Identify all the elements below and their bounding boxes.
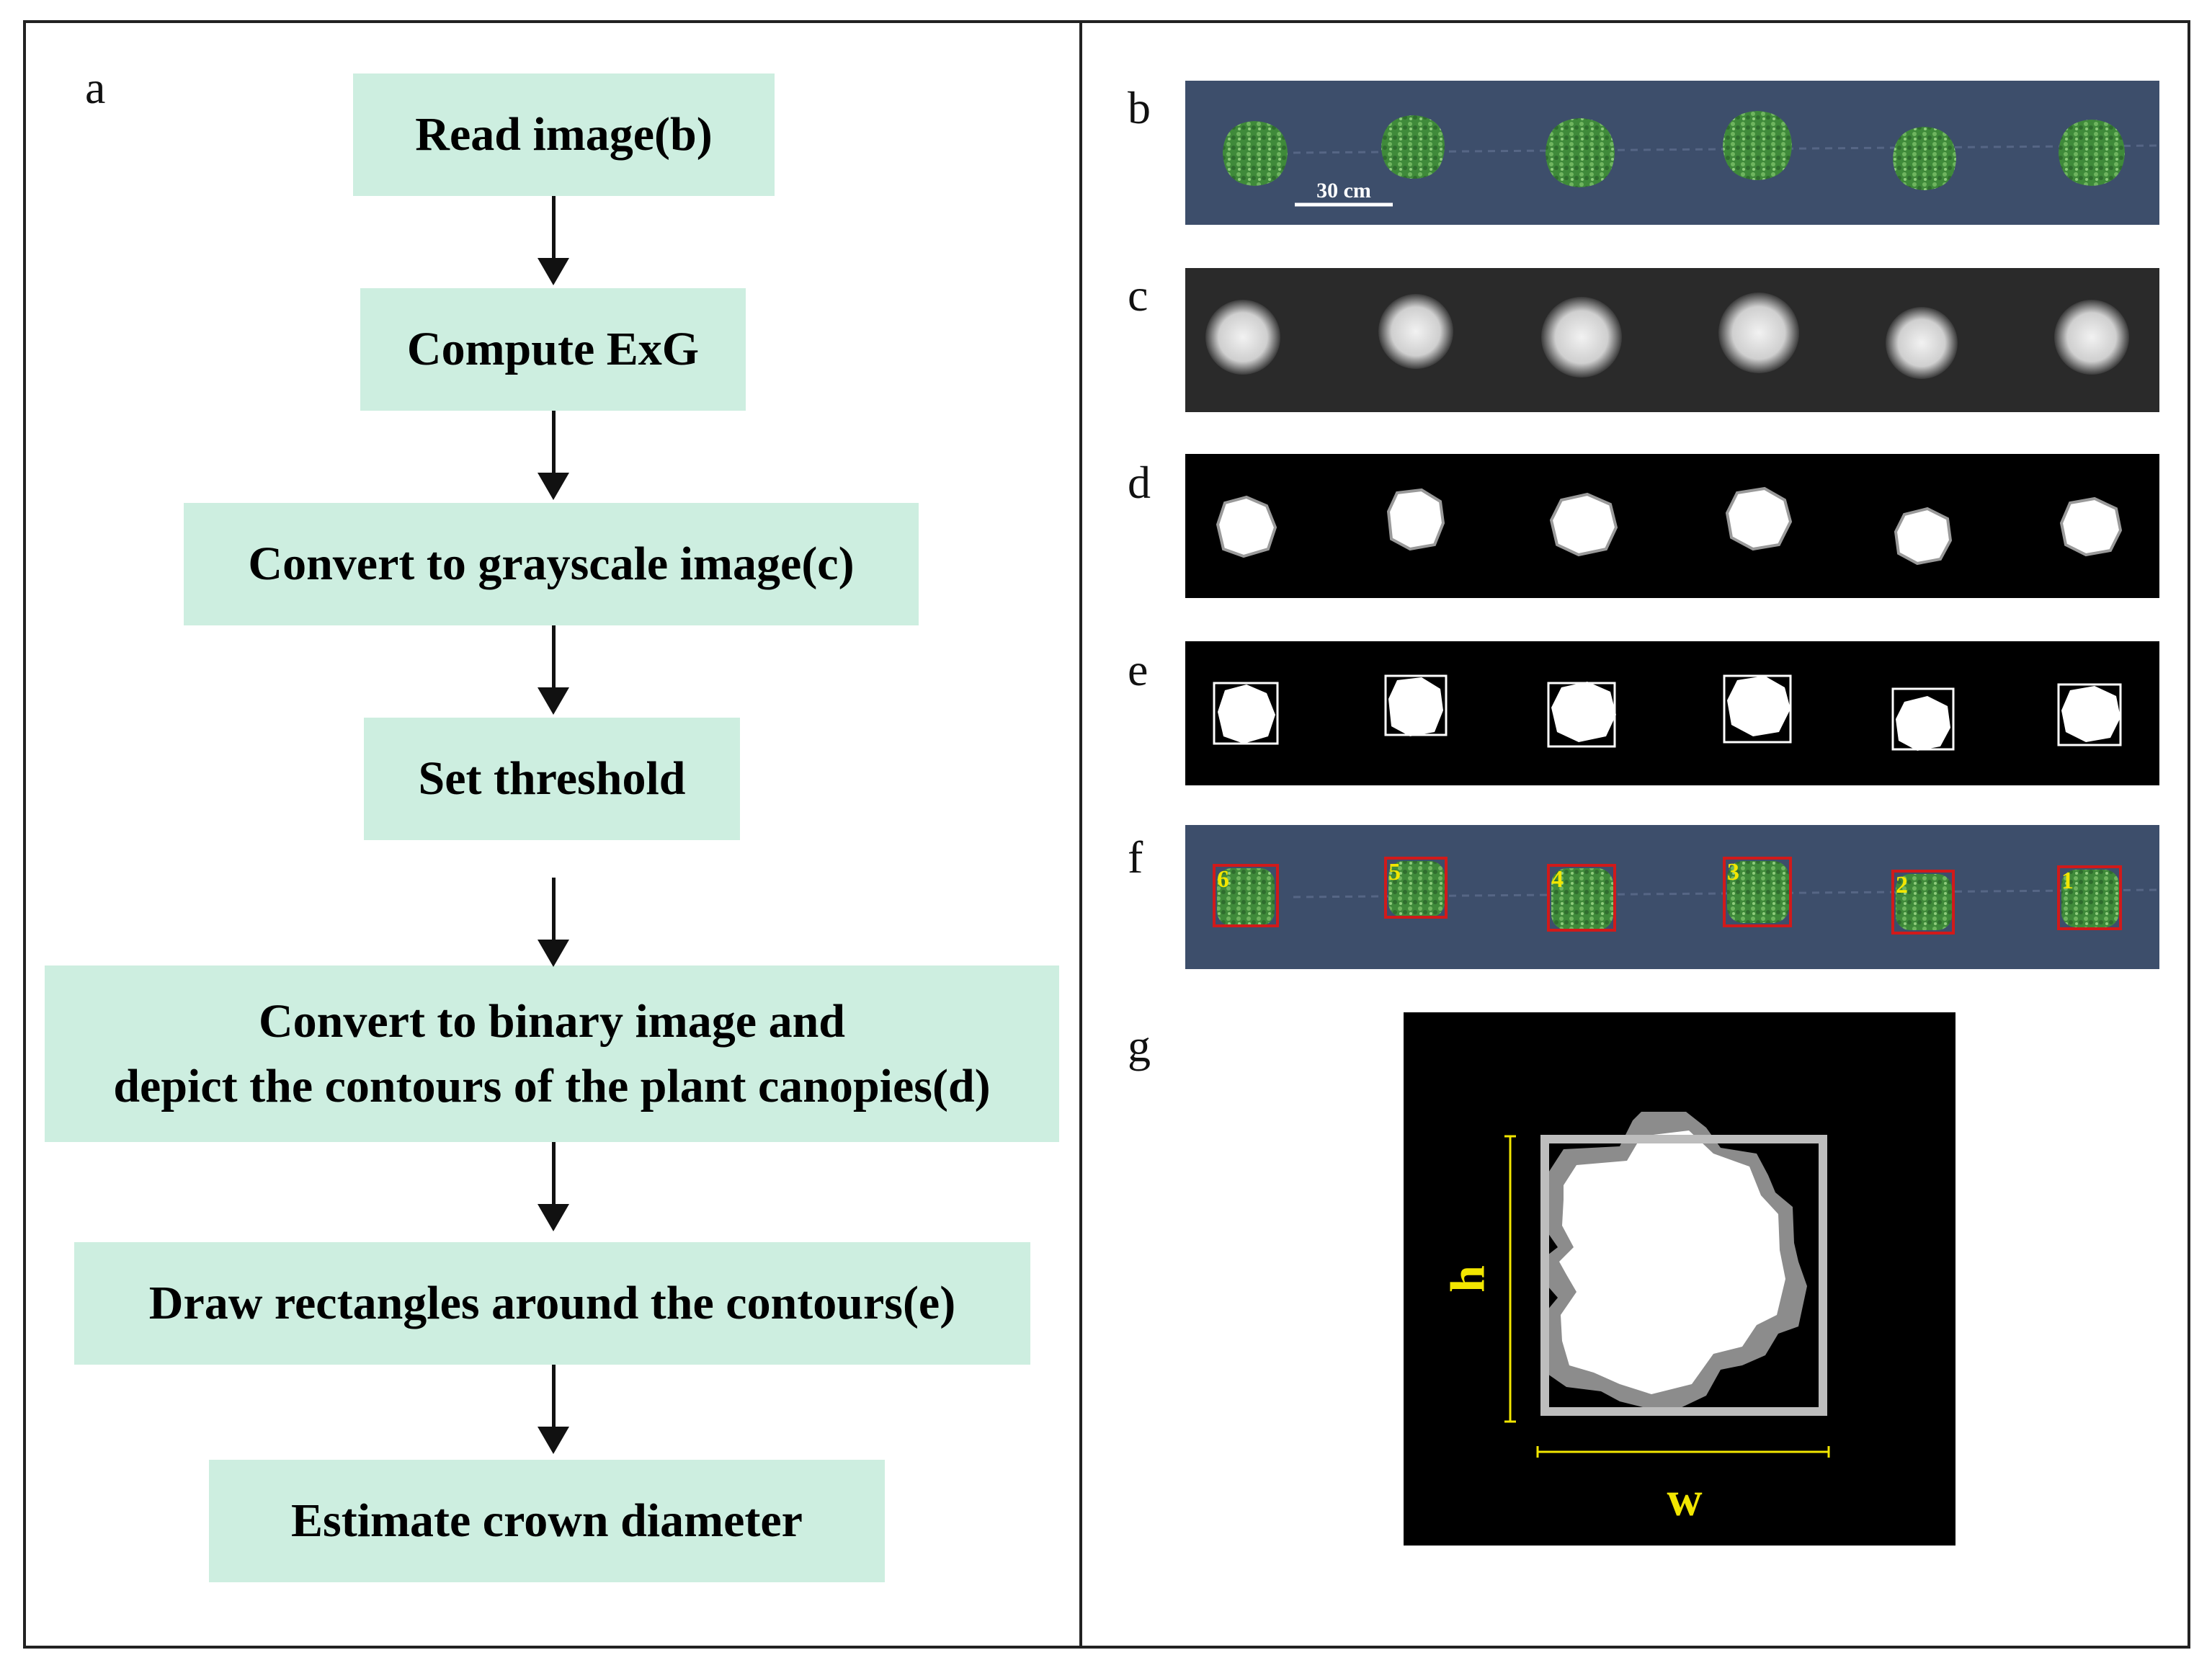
panel-a-letter: a xyxy=(85,62,106,113)
crown-diameter-detail: h w xyxy=(1404,1012,1955,1546)
plant-number-label: 6 xyxy=(1217,866,1229,893)
step-estimate-crown: Estimate crown diameter xyxy=(209,1460,885,1582)
canopy-fill xyxy=(1559,1130,1785,1394)
panel-e-letter: e xyxy=(1128,644,1149,695)
red-bounding-boxes xyxy=(1213,857,2122,935)
step-binary-contours: Convert to binary image and depict the c… xyxy=(45,965,1059,1142)
binary-image-strip xyxy=(1185,454,2159,598)
panel-d-letter: d xyxy=(1128,457,1151,508)
height-label: h xyxy=(1440,1265,1495,1293)
panel-c-letter: c xyxy=(1128,269,1149,321)
panel-f-letter: f xyxy=(1128,831,1143,883)
step-draw-rectangles: Draw rectangles around the contours(e) xyxy=(74,1242,1030,1365)
plant-number-label: 2 xyxy=(1896,872,1908,898)
rgb-image-strip: 30 cm xyxy=(1185,81,2159,225)
plant-canopy xyxy=(1223,111,2125,190)
width-label: w xyxy=(1667,1471,1702,1526)
plant-number-label: 3 xyxy=(1727,859,1739,886)
grayscale-image-strip xyxy=(1185,268,2159,412)
step-grayscale: Convert to grayscale image(c) xyxy=(184,503,919,625)
panel-b-letter: b xyxy=(1128,82,1151,133)
bounding-rectangles xyxy=(1213,674,2122,751)
step-read-image: Read image(b) xyxy=(353,73,775,196)
plant-number-label: 4 xyxy=(1551,866,1564,893)
step-threshold: Set threshold xyxy=(364,718,740,840)
step-compute-exg: Compute ExG xyxy=(360,288,746,411)
bounding-rectangle xyxy=(1540,1135,1827,1416)
plant-number-label: 1 xyxy=(2061,868,2074,894)
plant-number-label: 5 xyxy=(1388,859,1401,886)
panel-right-frame xyxy=(1079,20,2190,1649)
scale-bar-label: 30 cm xyxy=(1316,179,1371,202)
panel-g-letter: g xyxy=(1128,1020,1151,1071)
bounding-box-strip xyxy=(1185,641,2159,785)
annotated-rgb-strip: 6 5 4 3 2 1 xyxy=(1185,825,2159,969)
